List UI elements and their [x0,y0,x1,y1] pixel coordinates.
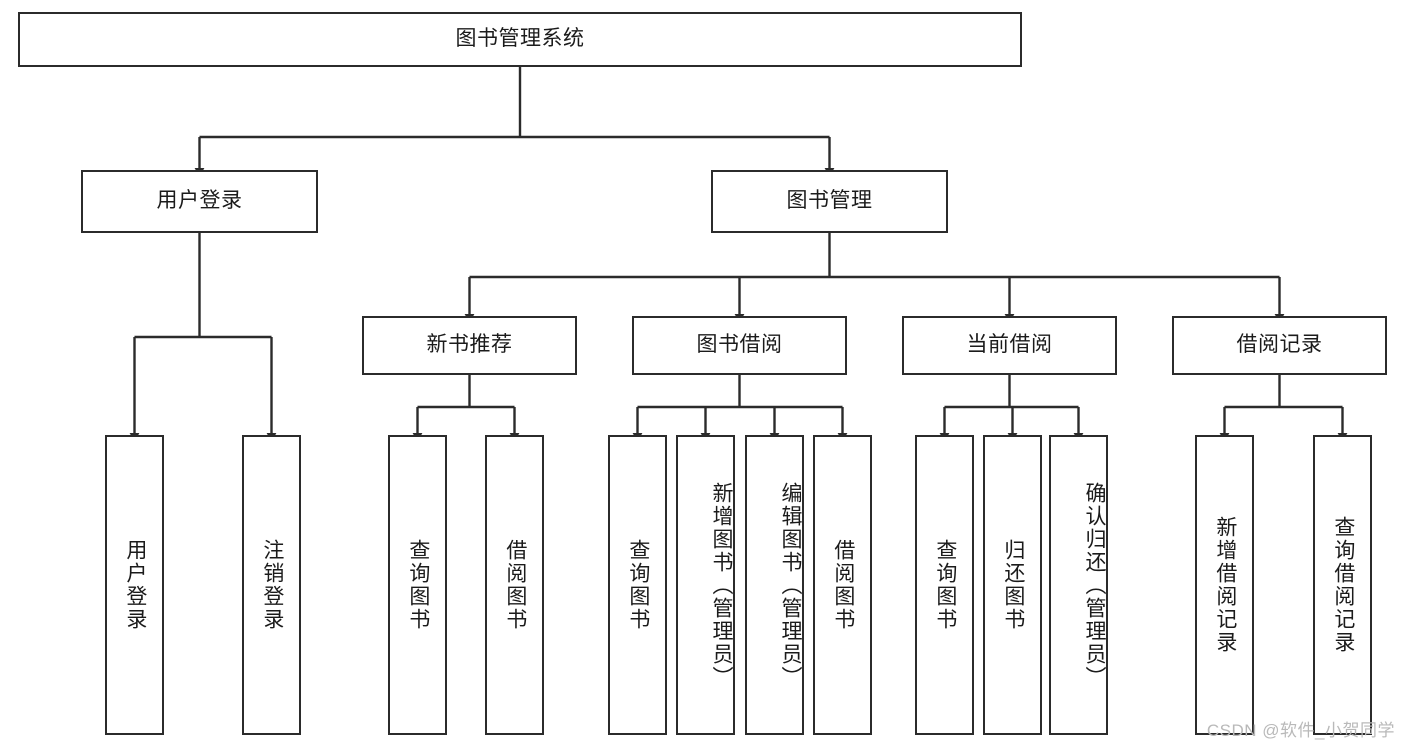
node-leaf-query-book-2[interactable]: 查询图书 [608,435,667,735]
node-new-book-rec[interactable]: 新书推荐 [362,316,577,375]
node-leaf-query-book-3[interactable]: 查询图书 [915,435,974,735]
node-label: 编辑图书（管理员） [779,481,802,689]
node-leaf-add-record[interactable]: 新增借阅记录 [1195,435,1254,735]
node-leaf-borrow-book-1[interactable]: 借阅图书 [485,435,544,735]
node-leaf-confirm-return[interactable]: 确认归还（管理员） [1049,435,1108,735]
node-current-borrow[interactable]: 当前借阅 [902,316,1117,375]
node-label: 用户登录 [123,539,147,631]
node-leaf-edit-book[interactable]: 编辑图书（管理员） [745,435,804,735]
node-label: 查询图书 [406,539,430,631]
node-leaf-return-book[interactable]: 归还图书 [983,435,1042,735]
node-label: 归还图书 [1001,539,1025,631]
node-label: 查询图书 [933,539,957,631]
node-leaf-query-book-1[interactable]: 查询图书 [388,435,447,735]
node-label: 借阅图书 [831,539,855,631]
node-label: 新书推荐 [426,333,513,357]
node-book-manage[interactable]: 图书管理 [711,170,948,233]
node-label: 新增图书（管理员） [710,481,733,689]
node-leaf-query-record[interactable]: 查询借阅记录 [1313,435,1372,735]
node-label: 确认归还（管理员） [1083,481,1106,689]
node-label: 图书借阅 [696,333,783,357]
node-label: 借阅图书 [503,539,527,631]
node-label: 图书管理系统 [455,27,585,51]
node-leaf-add-book[interactable]: 新增图书（管理员） [676,435,735,735]
node-label: 用户登录 [156,189,243,213]
node-label: 当前借阅 [966,333,1053,357]
node-user-login[interactable]: 用户登录 [81,170,318,233]
node-label: 借阅记录 [1236,333,1323,357]
node-label: 图书管理 [786,189,873,213]
node-label: 注销登录 [260,539,284,631]
watermark-label: CSDN @软件_小贺同学 [1206,721,1395,740]
node-borrow-record[interactable]: 借阅记录 [1172,316,1387,375]
node-root[interactable]: 图书管理系统 [18,12,1022,67]
node-label: 查询图书 [626,539,650,631]
node-leaf-user-logout[interactable]: 注销登录 [242,435,301,735]
node-label: 查询借阅记录 [1331,516,1355,654]
node-label: 新增借阅记录 [1213,516,1237,654]
node-leaf-borrow-book-2[interactable]: 借阅图书 [813,435,872,735]
node-leaf-user-login[interactable]: 用户登录 [105,435,164,735]
node-book-borrow[interactable]: 图书借阅 [632,316,847,375]
